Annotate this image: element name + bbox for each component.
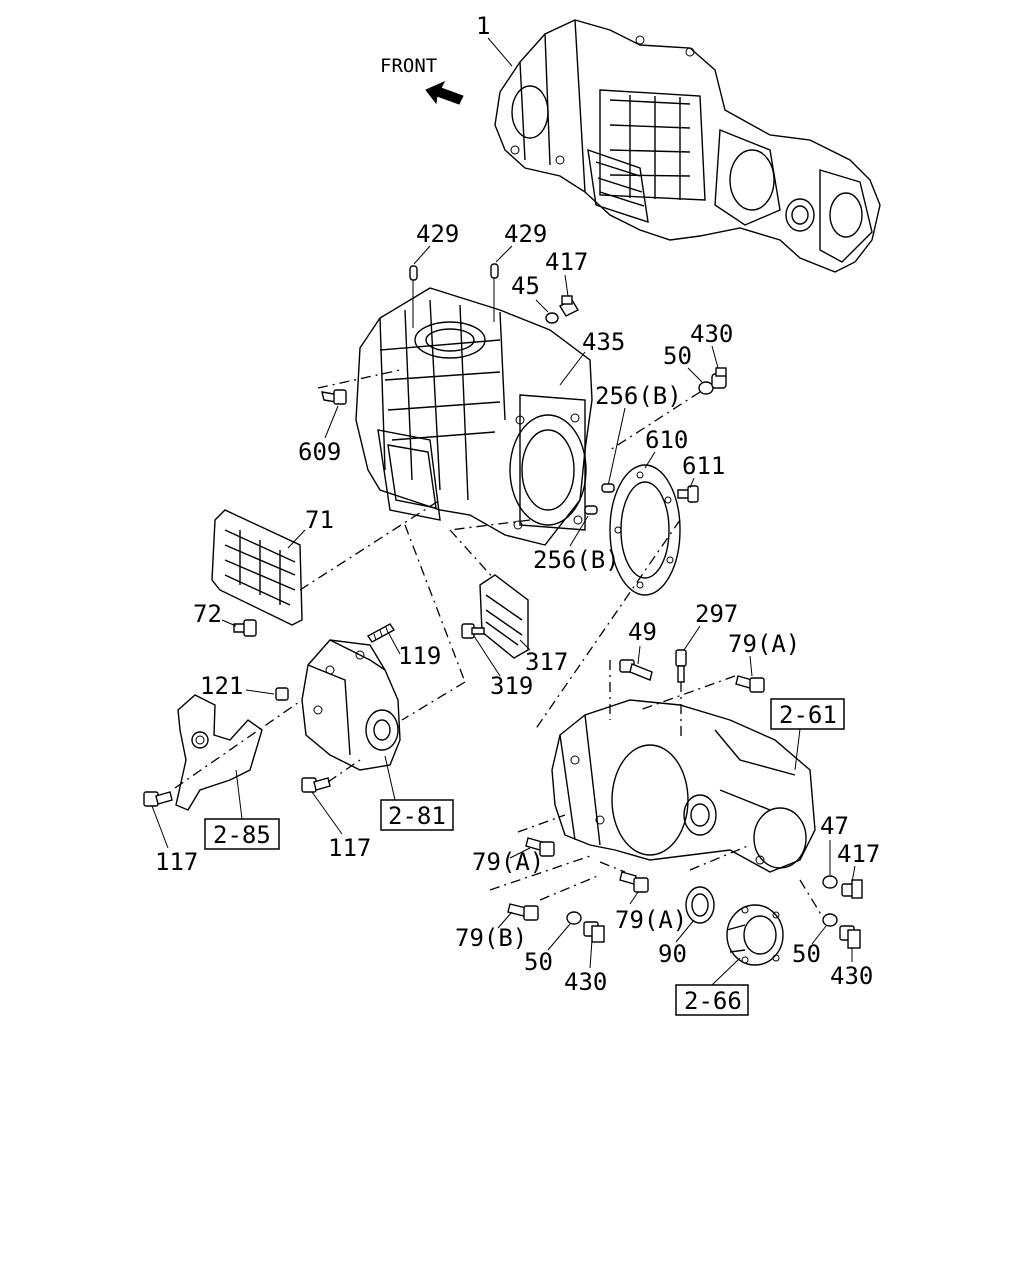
callout-90: 90 bbox=[658, 940, 687, 968]
callout-256b-top: 256(B) bbox=[595, 382, 682, 410]
bolt-79a-bottom bbox=[619, 871, 649, 893]
callout-119: 119 bbox=[398, 642, 441, 670]
callout-79b: 79(B) bbox=[455, 924, 527, 952]
o-ring-50-bottom bbox=[566, 911, 582, 925]
ref-2-81: 2-81 bbox=[388, 802, 446, 830]
companion-flange bbox=[726, 904, 784, 966]
bolt-79a-top bbox=[735, 675, 765, 693]
callout-49: 49 bbox=[628, 618, 657, 646]
bolt-117-left bbox=[143, 791, 173, 807]
callout-79a-bottom: 79(A) bbox=[615, 906, 687, 934]
callout-50-top: 50 bbox=[663, 342, 692, 370]
callout-429-left: 429 bbox=[416, 220, 459, 248]
callout-435: 435 bbox=[582, 328, 625, 356]
bolt-72 bbox=[233, 619, 257, 637]
nut-121 bbox=[275, 687, 289, 701]
pin-429-right bbox=[490, 263, 499, 279]
callout-71: 71 bbox=[305, 506, 334, 534]
ref-2-61: 2-61 bbox=[779, 701, 837, 729]
cover-71 bbox=[211, 509, 303, 626]
dowel-256b-lower bbox=[584, 505, 598, 515]
pin-429-left bbox=[409, 265, 418, 281]
callout-430-top: 430 bbox=[690, 320, 733, 348]
o-ring-50-right bbox=[822, 913, 838, 927]
ref-box-2-61[interactable] bbox=[770, 698, 845, 730]
bolt-319 bbox=[461, 623, 485, 639]
stud-119 bbox=[366, 623, 396, 643]
ref-2-85: 2-85 bbox=[213, 821, 271, 849]
bracket-2-85 bbox=[175, 694, 263, 811]
callout-1: 1 bbox=[476, 12, 490, 40]
callout-79a-top: 79(A) bbox=[728, 630, 800, 658]
callout-417-right: 417 bbox=[837, 840, 880, 868]
callout-117-left: 117 bbox=[155, 848, 198, 876]
callout-117-right: 117 bbox=[328, 834, 371, 862]
bolt-611 bbox=[677, 485, 699, 503]
callout-610: 610 bbox=[645, 426, 688, 454]
ref-2-66: 2-66 bbox=[684, 987, 742, 1015]
callout-430-right: 430 bbox=[830, 962, 873, 990]
callout-297: 297 bbox=[695, 600, 738, 628]
o-ring-45 bbox=[545, 312, 559, 324]
callout-611: 611 bbox=[682, 452, 725, 480]
cover-317 bbox=[479, 574, 529, 659]
plug-417-right bbox=[841, 879, 863, 899]
plug-430-right bbox=[839, 925, 861, 949]
callout-430-bottom: 430 bbox=[564, 968, 607, 996]
plug-417-top bbox=[559, 295, 579, 317]
callout-72: 72 bbox=[193, 600, 222, 628]
front-label: FRONT bbox=[380, 55, 437, 77]
callout-50-bottom: 50 bbox=[524, 948, 553, 976]
transfer-case bbox=[551, 699, 816, 873]
front-arrow-icon bbox=[425, 80, 464, 105]
transmission-case bbox=[355, 287, 593, 546]
ref-box-2-81[interactable] bbox=[380, 799, 454, 831]
bolt-79b bbox=[507, 903, 539, 921]
callout-319: 319 bbox=[490, 672, 533, 700]
callout-50-right: 50 bbox=[792, 940, 821, 968]
callout-417-top: 417 bbox=[545, 248, 588, 276]
gasket-610 bbox=[609, 464, 681, 596]
callout-317: 317 bbox=[525, 648, 568, 676]
o-ring-47 bbox=[822, 875, 838, 889]
transmission-assembly bbox=[494, 19, 881, 273]
callout-121: 121 bbox=[200, 672, 243, 700]
callout-256b-bottom: 256(B) bbox=[533, 546, 620, 574]
o-ring-50-top bbox=[698, 381, 714, 395]
callout-47: 47 bbox=[820, 812, 849, 840]
breather-297 bbox=[675, 649, 687, 683]
callout-429-right: 429 bbox=[504, 220, 547, 248]
plug-430-top bbox=[711, 367, 727, 389]
callout-609: 609 bbox=[298, 438, 341, 466]
callout-79a-mid: 79(A) bbox=[472, 848, 544, 876]
oil-seal-90 bbox=[685, 886, 715, 924]
dowel-256b-upper bbox=[601, 483, 615, 493]
pto-assembly bbox=[301, 639, 401, 771]
bolt-117-right bbox=[301, 777, 331, 793]
plug-430-bottom bbox=[583, 921, 605, 943]
bolt-49 bbox=[619, 659, 653, 681]
callout-45: 45 bbox=[511, 272, 540, 300]
bolt-79a-mid bbox=[525, 837, 555, 857]
bolt-609 bbox=[321, 389, 347, 405]
